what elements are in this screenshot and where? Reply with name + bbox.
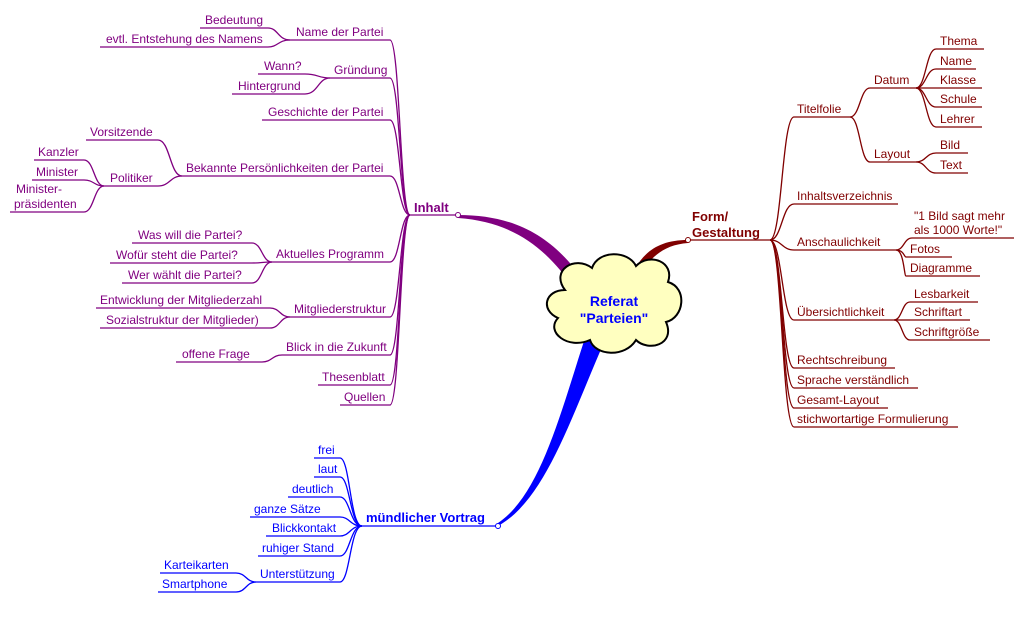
vortrag-main-branch <box>498 338 605 526</box>
thesenblatt-label[interactable]: Thesenblatt <box>322 370 385 384</box>
uebersichtlichkeit-label[interactable]: Übersichtlichkeit <box>797 305 885 319</box>
center-topic[interactable]: Referat "Parteien" <box>546 253 683 354</box>
stichwortartig-label[interactable]: stichwortartige Formulierung <box>797 412 948 426</box>
rechtschreibung-label[interactable]: Rechtschreibung <box>797 353 887 367</box>
mitglieder-label[interactable]: Mitgliederstruktur <box>294 302 386 316</box>
name-der-partei-label[interactable]: Name der Partei <box>296 25 383 39</box>
klasse-label[interactable]: Klasse <box>940 73 976 87</box>
vortrag-texts: mündlicher Vortrag frei laut deutlich ga… <box>162 443 485 591</box>
frei-label[interactable]: frei <box>318 443 335 457</box>
sozialstruktur-label[interactable]: Sozialstruktur der Mitglieder) <box>106 313 259 327</box>
smartphone-label[interactable]: Smartphone <box>162 577 228 591</box>
hintergrund-label[interactable]: Hintergrund <box>238 79 301 93</box>
kanzler-label[interactable]: Kanzler <box>38 145 79 159</box>
deutlich-label[interactable]: deutlich <box>292 482 333 496</box>
minister-label[interactable]: Minister <box>36 165 78 179</box>
form-lines <box>688 48 1014 428</box>
name-label[interactable]: Name <box>940 54 972 68</box>
vortrag-label[interactable]: mündlicher Vortrag <box>366 510 485 525</box>
geschichte-label[interactable]: Geschichte der Partei <box>268 105 383 119</box>
quote-line1[interactable]: "1 Bild sagt mehr <box>914 209 1005 223</box>
thema-label[interactable]: Thema <box>940 34 978 48</box>
ganze-saetze-label[interactable]: ganze Sätze <box>254 502 321 516</box>
vortrag-node-dot <box>495 523 501 529</box>
inhaltsverzeichnis-label[interactable]: Inhaltsverzeichnis <box>797 189 892 203</box>
blickkontakt-label[interactable]: Blickkontakt <box>272 521 337 535</box>
center-title-line1: Referat <box>590 293 639 309</box>
text-label[interactable]: Text <box>940 158 963 172</box>
center-cloud-shape <box>546 253 683 354</box>
lesbarkeit-label[interactable]: Lesbarkeit <box>914 287 970 301</box>
wer-waehlt-label[interactable]: Wer wählt die Partei? <box>128 268 242 282</box>
layout-label[interactable]: Layout <box>874 147 911 161</box>
was-will-label[interactable]: Was will die Partei? <box>138 228 243 242</box>
gruendung-label[interactable]: Gründung <box>334 63 387 77</box>
vorsitzende-label[interactable]: Vorsitzende <box>90 125 153 139</box>
titelfolie-label[interactable]: Titelfolie <box>797 102 842 116</box>
bedeutung-label[interactable]: Bedeutung <box>205 13 263 27</box>
quote-line2[interactable]: als 1000 Worte!" <box>914 223 1002 237</box>
sprache-label[interactable]: Sprache verständlich <box>797 373 909 387</box>
bild-label[interactable]: Bild <box>940 138 960 152</box>
unterstuetzung-label[interactable]: Unterstützung <box>260 567 335 581</box>
zukunft-label[interactable]: Blick in die Zukunft <box>286 340 387 354</box>
schriftart-label[interactable]: Schriftart <box>914 305 963 319</box>
anschaulichkeit-label[interactable]: Anschaulichkeit <box>797 235 881 249</box>
form-label-line1[interactable]: Form/ <box>692 209 729 224</box>
ministerpraesidenten-line2[interactable]: präsidenten <box>14 197 77 211</box>
laut-label[interactable]: laut <box>318 462 338 476</box>
form-label-line2[interactable]: Gestaltung <box>692 225 760 240</box>
offene-frage-label[interactable]: offene Frage <box>182 347 250 361</box>
wofuer-label[interactable]: Wofür steht die Partei? <box>116 248 238 262</box>
inhalt-node-dot <box>455 212 461 218</box>
entstehung-label[interactable]: evtl. Entstehung des Namens <box>106 32 263 46</box>
ruhiger-stand-label[interactable]: ruhiger Stand <box>262 541 334 555</box>
inhalt-texts: Inhalt Name der Partei Bedeutung evtl. E… <box>14 13 449 404</box>
politiker-label[interactable]: Politiker <box>110 171 153 185</box>
vortrag-lines <box>158 457 498 593</box>
form-texts: Form/ Gestaltung Titelfolie Datum Thema … <box>692 34 1005 426</box>
programm-label[interactable]: Aktuelles Programm <box>276 247 384 261</box>
diagramme-label[interactable]: Diagramme <box>910 261 972 275</box>
wann-label[interactable]: Wann? <box>264 59 302 73</box>
schule-label[interactable]: Schule <box>940 92 977 106</box>
inhalt-lines <box>10 27 458 406</box>
center-title-line2: "Parteien" <box>580 310 649 326</box>
schriftgroesse-label[interactable]: Schriftgröße <box>914 325 980 339</box>
form-node-dot <box>685 237 691 243</box>
fotos-label[interactable]: Fotos <box>910 242 940 256</box>
datum-label[interactable]: Datum <box>874 73 909 87</box>
entwicklung-label[interactable]: Entwicklung der Mitgliederzahl <box>100 293 262 307</box>
persoenlichkeiten-label[interactable]: Bekannte Persönlichkeiten der Partei <box>186 161 383 175</box>
ministerpraesidenten-line1[interactable]: Minister- <box>16 182 62 196</box>
lehrer-label[interactable]: Lehrer <box>940 112 975 126</box>
inhalt-label[interactable]: Inhalt <box>414 200 449 215</box>
quellen-label[interactable]: Quellen <box>344 390 385 404</box>
karteikarten-label[interactable]: Karteikarten <box>164 558 229 572</box>
gesamt-layout-label[interactable]: Gesamt-Layout <box>797 393 880 407</box>
